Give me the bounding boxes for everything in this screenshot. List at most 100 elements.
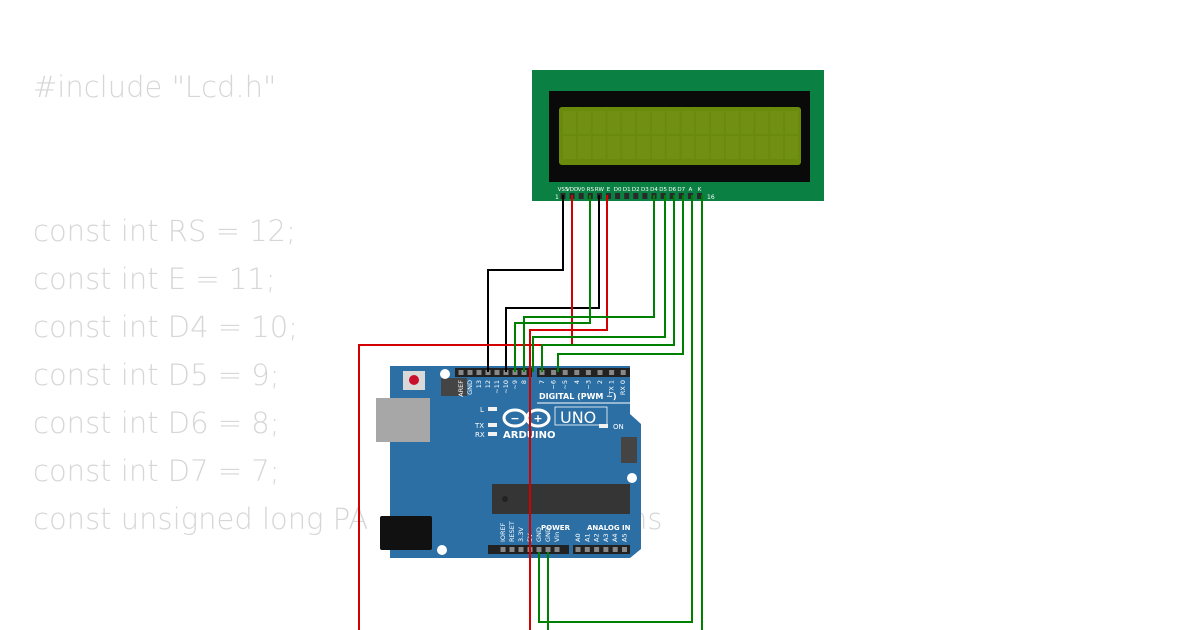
lcd-pin[interactable] <box>660 193 666 199</box>
lcd-pin-label: VSS <box>558 187 569 193</box>
power-pin-hole[interactable] <box>545 547 551 552</box>
lcd-character-cell <box>592 136 606 159</box>
digital-pin-hole[interactable] <box>503 370 509 375</box>
lcd-pin-label: RS <box>587 187 595 193</box>
lcd-character-cell <box>637 136 650 159</box>
lcd-character-grid <box>563 111 798 159</box>
led-rx-icon <box>488 432 497 436</box>
lcd-character-cell <box>725 136 739 159</box>
power-pin-hole[interactable] <box>612 547 618 552</box>
digital-pin-label: ~10 <box>502 380 510 394</box>
lcd-character-cell <box>563 136 576 159</box>
digital-pin-hole[interactable] <box>458 370 464 375</box>
reset-button-cap <box>409 375 419 385</box>
lcd-character-cell <box>740 111 754 134</box>
led-l-icon <box>488 407 497 411</box>
lcd-pin[interactable] <box>678 193 684 199</box>
lcd-pin[interactable] <box>578 193 584 199</box>
atmega-chip <box>492 484 630 514</box>
lcd-pin[interactable] <box>697 193 702 199</box>
digital-pin-label: ~6 <box>550 380 558 390</box>
wire-d6[interactable] <box>541 195 675 372</box>
digital-pin-hole[interactable] <box>562 370 568 375</box>
lcd-character-cell <box>696 111 710 134</box>
digital-pin-label: 7 <box>538 380 546 384</box>
digital-pin-hole[interactable] <box>485 370 491 375</box>
code-line-d5: const int D5 = 9; <box>33 358 280 392</box>
wire-d5[interactable] <box>532 195 666 372</box>
digital-pin-hole[interactable] <box>597 370 603 375</box>
code-line-include: #include "Lcd.h" <box>33 70 277 104</box>
digital-pin-hole[interactable] <box>609 370 615 375</box>
digital-pin-label: RX 0 <box>619 380 627 395</box>
analog-header <box>573 545 630 554</box>
lcd-character-cell <box>755 136 769 159</box>
lcd-pin[interactable] <box>615 193 621 199</box>
wire-rw-gnd[interactable] <box>529 195 608 630</box>
power-pin-hole[interactable] <box>594 547 600 552</box>
power-pin-hole[interactable] <box>518 547 524 552</box>
digital-pin-hole[interactable] <box>585 370 591 375</box>
digital-pin-hole[interactable] <box>494 370 500 375</box>
wire-d7[interactable] <box>557 195 684 372</box>
power-pin-hole[interactable] <box>554 547 560 552</box>
usb-connector <box>376 398 430 442</box>
lcd-character-cell <box>666 136 680 159</box>
power-pin-hole[interactable] <box>536 547 542 552</box>
power-pin-hole[interactable] <box>603 547 609 552</box>
lcd-pin[interactable] <box>642 193 648 199</box>
digital-pin-label: TX 1 <box>608 380 616 396</box>
digital-pin-hole[interactable] <box>467 370 473 375</box>
lcd-pin-label: A <box>689 187 693 193</box>
lcd-pin[interactable] <box>687 193 693 199</box>
power-pin-label: A4 <box>611 533 619 542</box>
lcd-pin[interactable] <box>633 193 639 199</box>
wire-backlight-anode[interactable] <box>538 195 693 623</box>
power-pin-label: A0 <box>574 533 582 542</box>
power-pin-hole[interactable] <box>500 547 506 552</box>
digital-pin-hole[interactable] <box>574 370 580 375</box>
power-pin-label: IOREF <box>499 522 507 542</box>
wire-gnd-lcd[interactable] <box>487 195 564 372</box>
power-pin-hole[interactable] <box>509 547 515 552</box>
power-pin-hole[interactable] <box>622 547 627 552</box>
lcd-character-cell <box>740 136 754 159</box>
wire-e[interactable] <box>514 195 591 372</box>
wire-d4[interactable] <box>523 195 655 372</box>
arduino-logo-icon: − + <box>502 408 551 428</box>
digital-header-left <box>455 368 532 377</box>
power-pin-hole[interactable] <box>584 547 590 552</box>
lcd-pin-label: D2 <box>632 187 640 193</box>
lcd-character-cell <box>666 111 680 134</box>
power-pin-label: GND <box>535 527 543 542</box>
wire-vdd-power[interactable] <box>358 195 573 630</box>
lcd-pin[interactable] <box>669 193 675 199</box>
digital-pin-hole[interactable] <box>521 370 527 375</box>
lcd-pin-label: K <box>698 187 702 193</box>
lcd-pin-first: 1 <box>555 194 559 201</box>
digital-pin-hole[interactable] <box>551 370 557 375</box>
wire-rs[interactable] <box>505 195 600 372</box>
digital-pin-label: ~5 <box>561 380 569 390</box>
led-tx-icon <box>488 423 497 427</box>
digital-pin-hole[interactable] <box>476 370 482 375</box>
lcd-pin[interactable] <box>624 193 630 199</box>
lcd-character-cell <box>725 111 739 134</box>
code-line-d6: const int D6 = 8; <box>33 406 280 440</box>
digital-pin-holes <box>458 370 626 375</box>
lcd-character-cell <box>637 111 650 134</box>
digital-pin-hole[interactable] <box>539 370 545 375</box>
digital-pin-hole[interactable] <box>620 370 626 375</box>
digital-pin-hole[interactable] <box>512 370 518 375</box>
lcd-pin[interactable] <box>606 193 611 199</box>
lcd-character-cell <box>651 136 665 159</box>
digital-pin-label: AREF <box>457 380 465 397</box>
lcd-character-cell <box>785 111 798 134</box>
power-pin-hole[interactable] <box>575 547 581 552</box>
power-pin-label: A2 <box>593 533 601 542</box>
